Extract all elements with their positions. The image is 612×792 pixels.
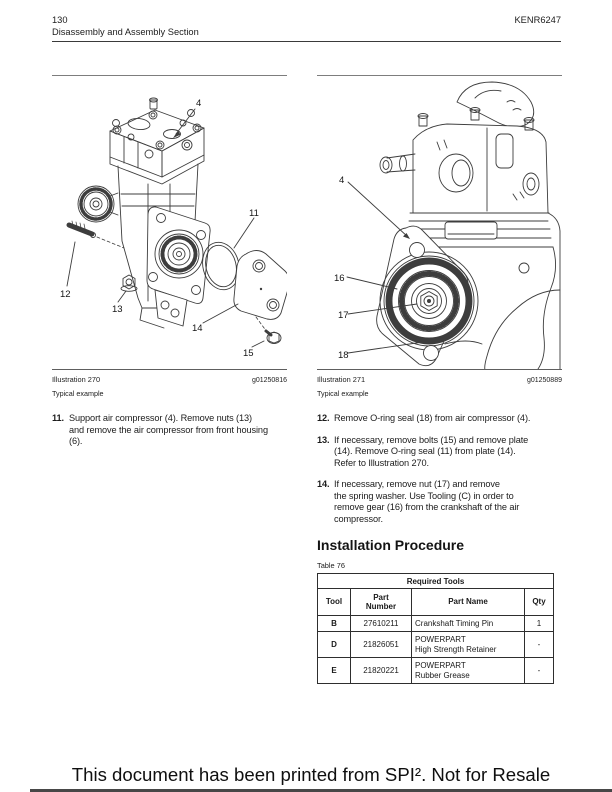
- table-header-row: Tool Part Number Part Name Qty: [317, 588, 555, 616]
- part-name: POWERPART Rubber Grease: [411, 657, 525, 684]
- step-12: 12. Remove O-ring seal (18) from air com…: [317, 413, 562, 425]
- illustration-270-frame: 4 11 12 13 14 15: [52, 75, 287, 370]
- table-row: D 21826051 POWERPART High Strength Retai…: [317, 631, 555, 658]
- step-14-text: If necessary, remove nut (17) and remove…: [334, 479, 520, 524]
- left-steps: 11. Support air compressor (4). Remove n…: [52, 413, 287, 448]
- callout-271-18: 18: [338, 350, 349, 361]
- step-12-number: 12.: [317, 413, 330, 423]
- step-12-text: Remove O-ring seal (18) from air compres…: [334, 413, 531, 423]
- illustration-271-frame: 4 16 17 18: [317, 75, 562, 370]
- step-14: 14. If necessary, remove nut (17) and re…: [317, 479, 562, 525]
- part-number: 21826051: [350, 631, 412, 658]
- col-part-number: Part Number: [350, 588, 412, 616]
- qty: -: [523, 631, 555, 658]
- tool-letter: E: [317, 657, 351, 684]
- qty: -: [523, 657, 555, 684]
- document-code: KENR6247: [514, 15, 561, 25]
- required-tools-table: Required Tools Tool Part Number Part Nam…: [316, 573, 555, 684]
- installation-procedure-heading: Installation Procedure: [317, 537, 465, 553]
- callout-270-13: 13: [112, 304, 123, 315]
- step-11-number: 11.: [52, 413, 64, 423]
- step-14-number: 14.: [317, 479, 330, 489]
- step-13-text: If necessary, remove bolts (15) and remo…: [334, 434, 529, 468]
- callout-271-17: 17: [338, 310, 349, 321]
- illustration-271-code: g01250889: [526, 377, 562, 384]
- callout-271-4: 4: [339, 175, 344, 186]
- step-11-text: Support air compressor (4). Remove nuts …: [69, 413, 268, 446]
- col-qty: Qty: [523, 588, 555, 616]
- qty: 1: [523, 615, 555, 632]
- watermark-footer: This document has been printed from SPI²…: [71, 764, 551, 785]
- illustration-270-figure: 4 11 12 13 14 15: [60, 97, 287, 359]
- tool-letter: B: [317, 615, 351, 632]
- tool-letter: D: [317, 631, 351, 658]
- table-title: Required Tools: [316, 573, 555, 589]
- callout-270-15: 15: [243, 348, 254, 359]
- callout-270-11: 11: [249, 208, 259, 219]
- callout-270-4: 4: [196, 98, 201, 109]
- step-13: 13. If necessary, remove bolts (15) and …: [317, 435, 562, 470]
- col-part-name: Part Name: [411, 588, 525, 616]
- table-row: E 21820221 POWERPART Rubber Grease -: [317, 657, 555, 684]
- table-row: B 27610211 Crankshaft Timing Pin 1: [317, 615, 555, 632]
- callout-270-12: 12: [60, 289, 71, 300]
- section-title: Disassembly and Assembly Section: [52, 26, 199, 37]
- page-number: 130: [52, 15, 68, 25]
- callout-271-16: 16: [334, 273, 345, 284]
- illustration-271-figure: 4 16 17 18: [334, 81, 561, 369]
- right-column: 4 16 17 18 Illustration 271 g01250889 Ty…: [316, 75, 562, 684]
- illustration-270-label: Illustration 270: [52, 375, 101, 384]
- illustration-270-code: g01250816: [251, 377, 287, 384]
- illustration-271-label: Illustration 271: [317, 375, 366, 384]
- callout-270-14: 14: [192, 323, 203, 334]
- illustration-271-caption: Typical example: [317, 389, 369, 398]
- table-76-label: Table 76: [317, 561, 345, 570]
- col-tool: Tool: [317, 588, 351, 616]
- page-bottom-scan-bar: [30, 789, 612, 792]
- illustration-270-caption: Typical example: [52, 389, 104, 398]
- page-header: 130 Disassembly and Assembly Section KEN…: [52, 15, 561, 42]
- left-column: 4 11 12 13 14 15 Illustration 270 g01250…: [52, 75, 287, 458]
- step-13-number: 13.: [317, 434, 330, 445]
- step-11: 11. Support air compressor (4). Remove n…: [52, 413, 287, 448]
- part-number: 27610211: [350, 615, 412, 632]
- part-name: POWERPART High Strength Retainer: [411, 631, 525, 658]
- right-steps: 12. Remove O-ring seal (18) from air com…: [317, 413, 562, 525]
- part-number: 21820221: [350, 657, 412, 684]
- part-name: Crankshaft Timing Pin: [411, 615, 525, 632]
